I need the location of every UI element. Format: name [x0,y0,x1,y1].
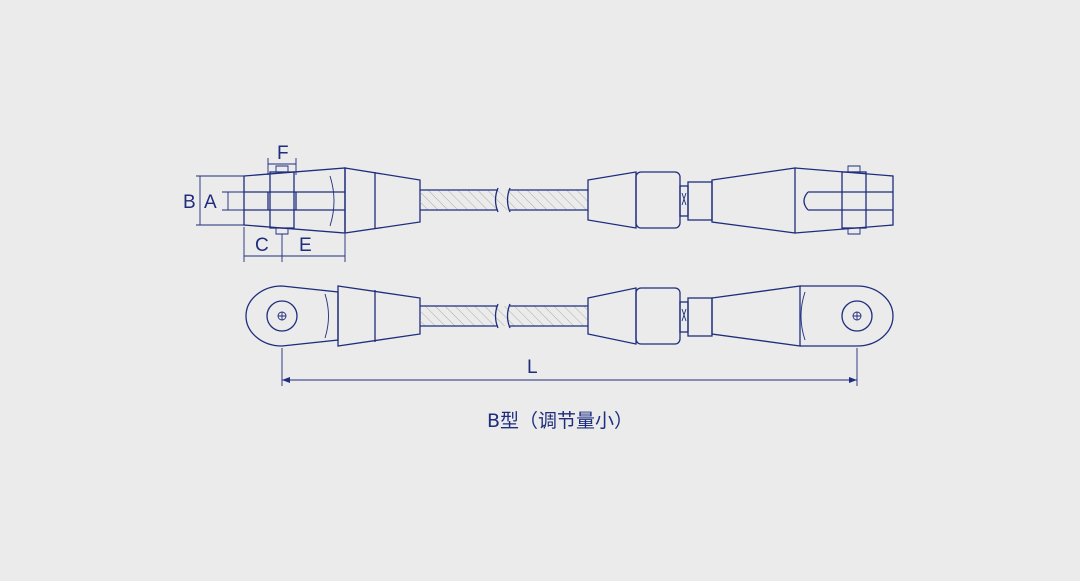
left-cone-front [337,285,421,347]
label-a: A [204,192,217,213]
nut-front [635,287,681,345]
left-fork-top [243,165,346,235]
turnbuckle-front [679,297,713,337]
dimensions-top [196,158,346,262]
dimension-l [281,348,858,386]
label-f: F [277,143,289,164]
label-l: L [527,357,538,378]
right-cone-front [587,287,637,345]
turnbuckle-top [679,181,713,221]
label-e: E [299,235,312,256]
rod-front [420,303,588,329]
diagram-caption: B型（调节量小） [487,410,633,432]
top-view [243,165,894,235]
left-cone-top [344,167,421,234]
nut-top [635,171,681,229]
label-c: C [255,235,269,256]
right-sleeve-front [711,285,801,347]
right-fork-top [794,165,894,235]
right-cone-top [587,171,637,229]
right-eye-front [800,285,894,347]
label-b: B [183,192,196,213]
left-eye-front [245,285,339,347]
right-sleeve-top [711,167,796,234]
front-view [245,285,894,347]
rod-top [420,187,588,213]
